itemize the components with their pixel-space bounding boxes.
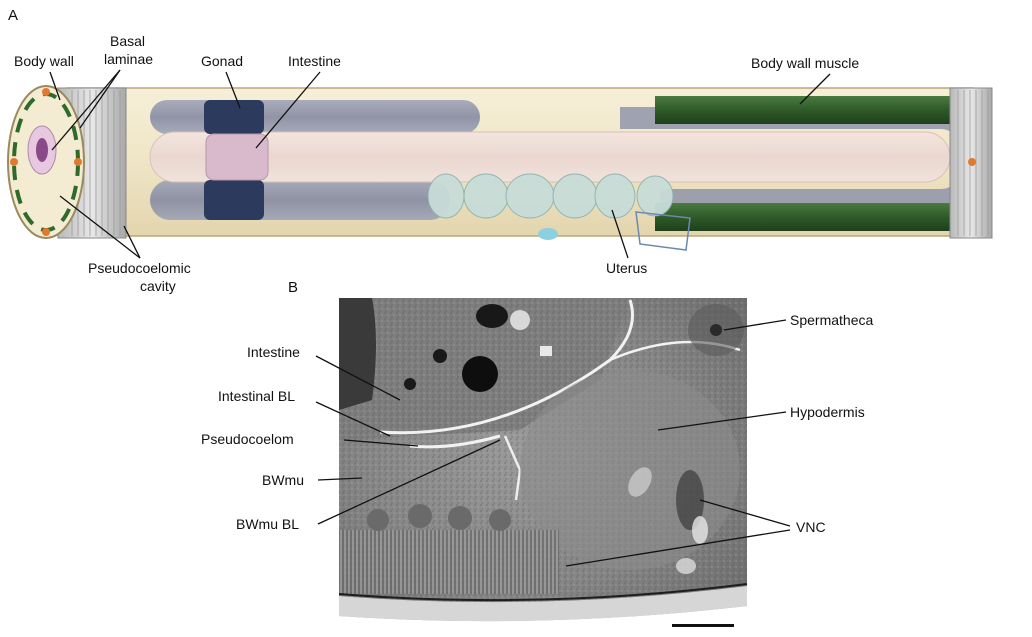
label-basal-laminae-1: Basal <box>110 33 145 49</box>
label-b-bwmu-bl: BWmu BL <box>236 516 299 532</box>
panel-a-diagram <box>8 86 992 250</box>
label-uterus: Uterus <box>606 260 647 276</box>
label-basal-laminae-2: laminae <box>104 51 153 67</box>
hypodermal-cord-dot <box>74 158 82 166</box>
label-gonad: Gonad <box>201 53 243 69</box>
label-body-wall: Body wall <box>14 53 74 69</box>
label-b-pseudocoelom: Pseudocoelom <box>201 431 294 447</box>
body-wall-muscle-upper <box>655 96 970 124</box>
label-body-wall-muscle: Body wall muscle <box>751 55 859 71</box>
gonad-dark-segment <box>204 100 264 134</box>
panel-b-letter: B <box>288 279 298 296</box>
gonad-upper-arm <box>150 100 480 134</box>
label-b-intestine: Intestine <box>247 344 300 360</box>
hypodermal-cord-dot <box>42 88 50 96</box>
label-intestine: Intestine <box>288 53 341 69</box>
label-b-intestinal-bl: Intestinal BL <box>218 388 295 404</box>
hypodermal-cord-dot <box>10 158 18 166</box>
label-b-vnc: VNC <box>796 519 826 535</box>
gonad-dark-segment <box>204 180 264 220</box>
vulva <box>538 228 558 240</box>
electron-micrograph <box>339 298 747 634</box>
intestine-pink-segment <box>206 134 268 180</box>
panel-a-letter: A <box>8 7 18 24</box>
label-pseudocoelomic-1: Pseudocoelomic <box>88 260 191 276</box>
intestine-tube <box>150 132 950 182</box>
right-end-dot <box>968 158 976 166</box>
label-b-hypodermis: Hypodermis <box>790 404 865 420</box>
body-wall-muscle-lower <box>655 203 970 231</box>
label-pseudocoelomic-2: cavity <box>140 278 176 294</box>
label-b-bwmu: BWmu <box>262 472 304 488</box>
hypodermal-cord-dot <box>42 228 50 236</box>
gonad-lower-arm <box>150 180 450 220</box>
cross-section-lumen <box>36 138 48 162</box>
label-b-spermatheca: Spermatheca <box>790 312 873 328</box>
